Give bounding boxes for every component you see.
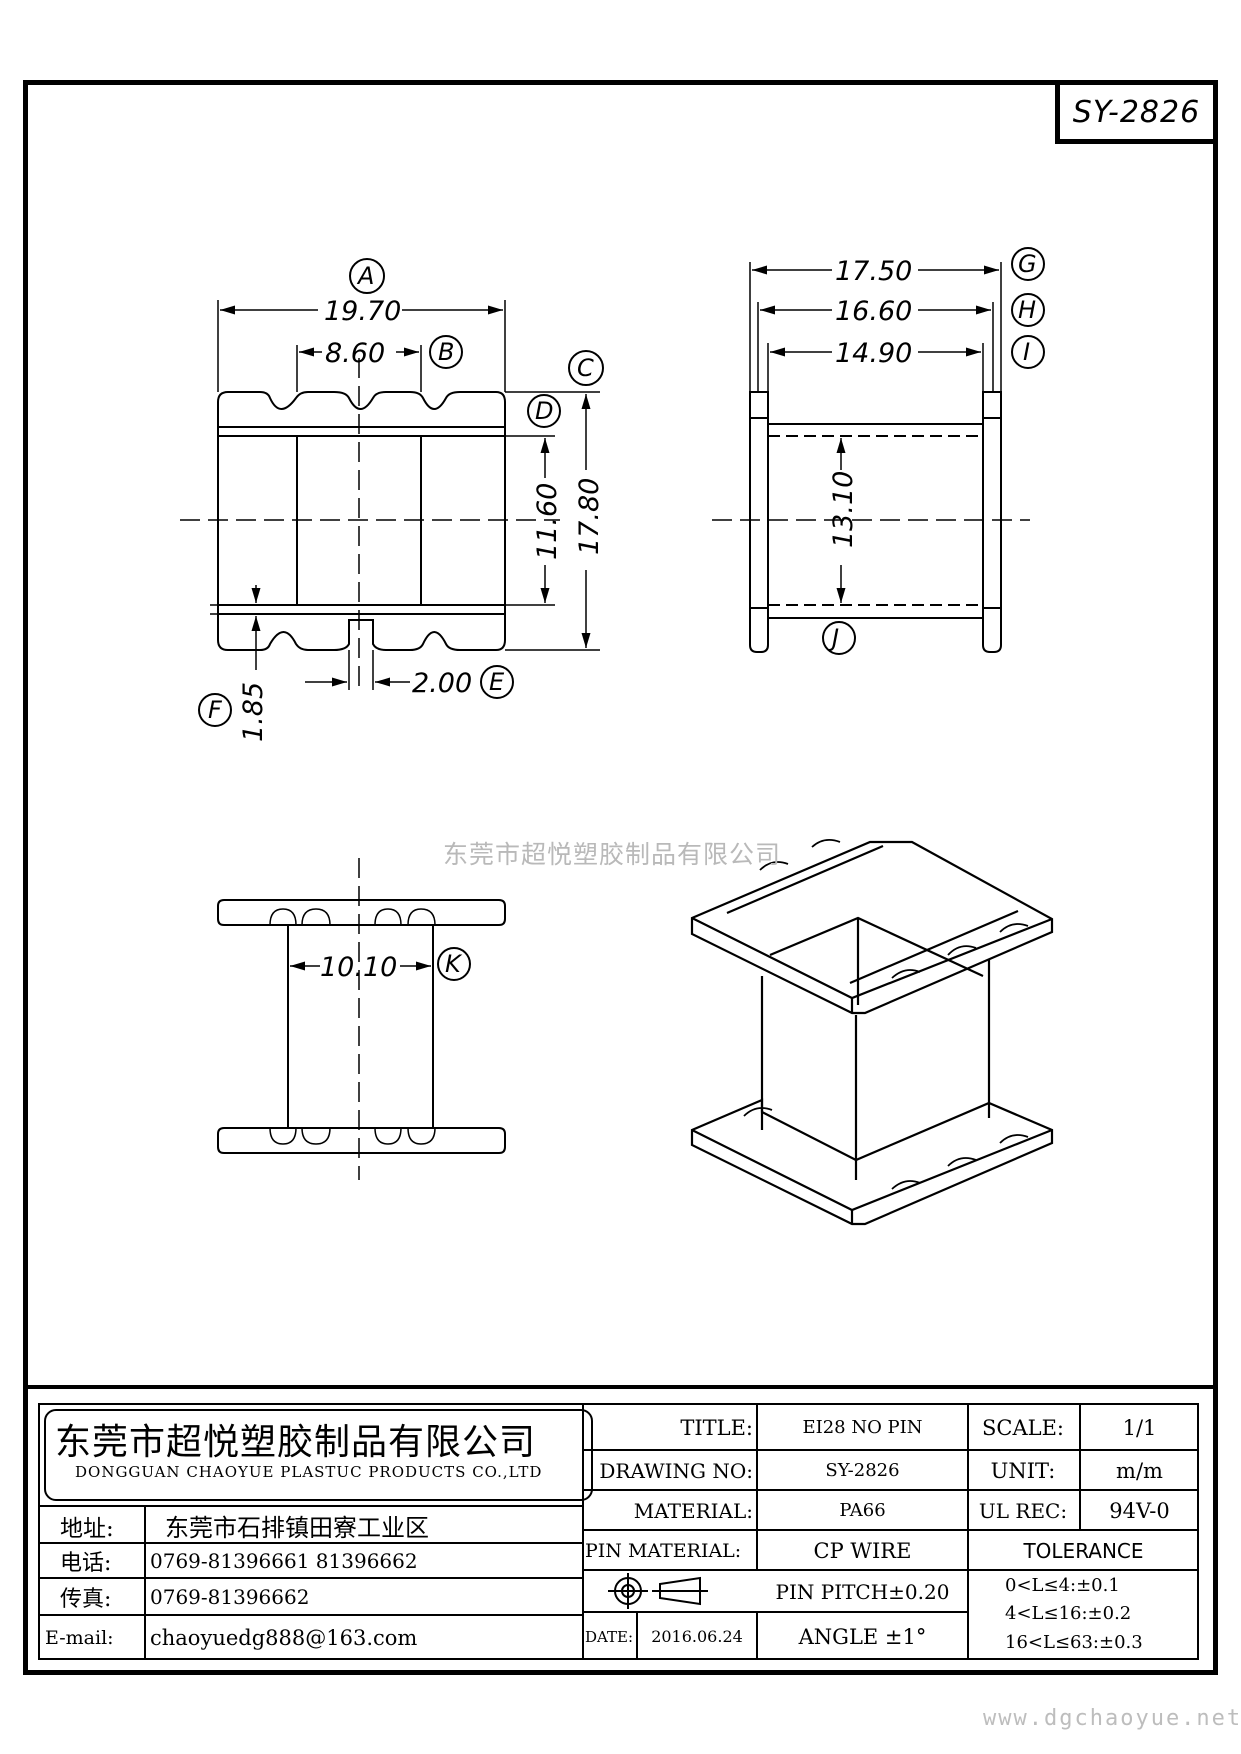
email-label: E-mail: (45, 1627, 114, 1649)
email-value: chaoyuedg888@163.com (150, 1626, 418, 1650)
scale-value: 1/1 (1122, 1415, 1157, 1440)
unit-value: m/m (1116, 1458, 1163, 1483)
ref-J: J (828, 624, 839, 652)
title-block (38, 1403, 1199, 1660)
top-view (217, 858, 506, 1180)
tolerance-row-3: 16<L≤63:±0.3 (1005, 1631, 1143, 1653)
fax-label: 传真: (60, 1587, 112, 1612)
phone-value: 0769-81396661 81396662 (150, 1549, 418, 1573)
tolerance-row-2: 4<L≤16:±0.2 (1005, 1602, 1132, 1624)
dim-G-value: 17.50 (835, 256, 912, 287)
address-value: 东莞市石排镇田寮工业区 (165, 1514, 429, 1542)
ref-I: I (1023, 338, 1030, 366)
material-label: MATERIAL: (633, 1498, 753, 1523)
ref-K: K (445, 950, 463, 978)
projection-symbol-icon (608, 1573, 708, 1609)
title-block-separator (23, 1385, 1218, 1675)
date-label: DATE: (585, 1627, 634, 1646)
ref-B: B (438, 338, 454, 366)
ref-A: A (356, 262, 374, 290)
ref-F: F (208, 696, 223, 724)
side-view (712, 262, 1030, 653)
dim-B-value: 8.60 (325, 338, 385, 369)
dim-A-value: 19.70 (324, 296, 401, 327)
ref-C: C (577, 354, 594, 382)
title-block-grid (38, 1403, 1199, 1660)
dim-C-value: 17.80 (574, 478, 605, 555)
material-value: PA66 (839, 1500, 886, 1521)
fax-value: 0769-81396662 (150, 1585, 310, 1609)
ref-D: D (535, 397, 553, 425)
drawing-number-box: SY-2826 (1055, 80, 1218, 144)
drawing-frame (23, 80, 1218, 1675)
ref-E: E (489, 668, 505, 696)
front-view (180, 300, 600, 690)
company-logo-box (44, 1409, 593, 1501)
dim-J-value: 13.10 (828, 471, 859, 548)
dim-F-value: 1.85 (238, 682, 269, 742)
pin-material-label: PIN MATERIAL: (585, 1539, 742, 1562)
tolerance-row-1: 0<L≤4:±0.1 (1005, 1574, 1120, 1596)
title-label: TITLE: (680, 1415, 753, 1440)
pin-material-value: CP WIRE (813, 1538, 912, 1563)
website-url: www.dgchaoyue.net (983, 1706, 1241, 1731)
dim-E-value: 2.00 (412, 668, 472, 699)
drawing-no-label: DRAWING NO: (599, 1458, 753, 1483)
ul-rec-label: UL REC: (978, 1498, 1068, 1523)
dim-K-value: 10.10 (320, 952, 397, 983)
ul-rec-value: 94V-0 (1109, 1498, 1170, 1523)
dim-D-value: 11.60 (532, 483, 563, 560)
scale-label: SCALE: (982, 1415, 1064, 1440)
address-label: 地址: (60, 1515, 114, 1542)
pin-pitch: PIN PITCH±0.20 (775, 1579, 950, 1604)
ref-H: H (1018, 296, 1036, 324)
company-name-cn: 东莞市超悦塑胶制品有限公司 (55, 1422, 537, 1463)
date-value: 2016.06.24 (651, 1627, 743, 1646)
watermark-text: 东莞市超悦塑胶制品有限公司 (443, 840, 782, 869)
company-name-en: DONGGUAN CHAOYUE PLASTUC PRODUCTS CO.,LT… (75, 1463, 543, 1481)
ref-G: G (1018, 250, 1037, 278)
isometric-view (690, 838, 1054, 1226)
phone-label: 电话: (60, 1551, 112, 1576)
drawing-no-value: SY-2826 (825, 1460, 900, 1481)
tolerance-label: TOLERANCE (1023, 1538, 1144, 1563)
dim-H-value: 16.60 (835, 296, 912, 327)
unit-label: UNIT: (990, 1458, 1056, 1483)
title-value: EI28 NO PIN (802, 1417, 923, 1438)
angle-tolerance: ANGLE ±1° (798, 1624, 927, 1649)
drawing-number: SY-2826 (1072, 94, 1201, 130)
dim-I-value: 14.90 (835, 338, 912, 369)
